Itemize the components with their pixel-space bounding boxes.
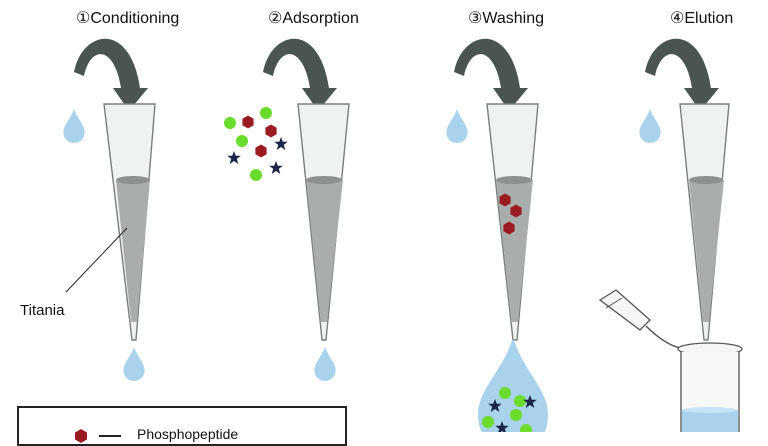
transfer-arrow-icon bbox=[454, 38, 528, 111]
callout-line bbox=[65, 227, 128, 293]
titania-packing bbox=[689, 180, 724, 322]
legend: Phosphopeptide bbox=[17, 406, 347, 446]
phosphopeptide-hexagon-icon bbox=[242, 115, 254, 129]
step-number: ④ bbox=[670, 10, 685, 27]
legend-label: Phosphopeptide bbox=[137, 426, 239, 442]
pipette-tip bbox=[103, 103, 156, 341]
titania-label: Titania bbox=[20, 302, 65, 319]
step-elution bbox=[598, 38, 743, 432]
step-washing bbox=[446, 38, 548, 432]
step-label: Elution bbox=[684, 10, 734, 27]
transfer-arrow-icon bbox=[645, 38, 719, 111]
non-phosphopeptide-star-icon bbox=[274, 137, 288, 150]
non-phosphopeptide-dot-icon bbox=[260, 107, 272, 119]
droplet-icon bbox=[123, 347, 145, 381]
droplet-icon bbox=[446, 109, 468, 143]
peptide-mixture bbox=[224, 107, 288, 181]
non-phosphopeptide-star-icon bbox=[227, 151, 241, 164]
non-phosphopeptide-star-icon bbox=[269, 161, 283, 174]
phosphopeptide-hexagon-icon bbox=[255, 144, 267, 158]
non-phosphopeptide-dot-icon bbox=[236, 135, 248, 147]
titania-packing bbox=[306, 180, 343, 322]
step-number: ① bbox=[76, 10, 91, 27]
non-phosphopeptide-dot-icon bbox=[482, 416, 494, 428]
titania-packing bbox=[116, 180, 150, 322]
pipette-tip bbox=[486, 103, 539, 341]
non-phosphopeptide-dot-icon bbox=[510, 409, 522, 421]
step-title-washing: ③Washing bbox=[468, 8, 544, 28]
collection-tube bbox=[598, 289, 743, 432]
non-phosphopeptide-dot-icon bbox=[224, 117, 236, 129]
phosphopeptide-hexagon-icon bbox=[265, 124, 277, 138]
eluate-liquid bbox=[682, 410, 738, 432]
step-number: ② bbox=[268, 10, 283, 27]
step-title-conditioning: ①Conditioning bbox=[76, 8, 179, 28]
titania-packing bbox=[496, 180, 533, 322]
droplet-icon bbox=[63, 109, 85, 143]
non-phosphopeptide-dot-icon bbox=[250, 169, 262, 181]
pipette-tip bbox=[297, 103, 350, 341]
non-phosphopeptide-dot-icon bbox=[514, 395, 526, 407]
step-title-elution: ④Elution bbox=[670, 8, 733, 28]
spe-diagram bbox=[63, 38, 743, 432]
droplet-icon bbox=[314, 347, 336, 381]
step-title-adsorption: ②Adsorption bbox=[268, 8, 359, 28]
transfer-arrow-icon bbox=[74, 38, 148, 111]
phosphopeptide-hexagon-icon bbox=[75, 429, 87, 443]
wash-effluent-drop bbox=[478, 340, 548, 432]
step-label: Conditioning bbox=[90, 10, 180, 27]
legend-dash bbox=[99, 435, 121, 437]
pipette-tip bbox=[679, 103, 730, 341]
step-label: Washing bbox=[482, 10, 544, 27]
step-label: Adsorption bbox=[282, 10, 359, 27]
droplet-icon bbox=[639, 109, 661, 143]
non-phosphopeptide-dot-icon bbox=[499, 387, 511, 399]
transfer-arrow-icon bbox=[263, 38, 337, 111]
step-adsorption bbox=[224, 38, 350, 381]
step-number: ③ bbox=[468, 10, 483, 27]
step-conditioning bbox=[63, 38, 156, 381]
